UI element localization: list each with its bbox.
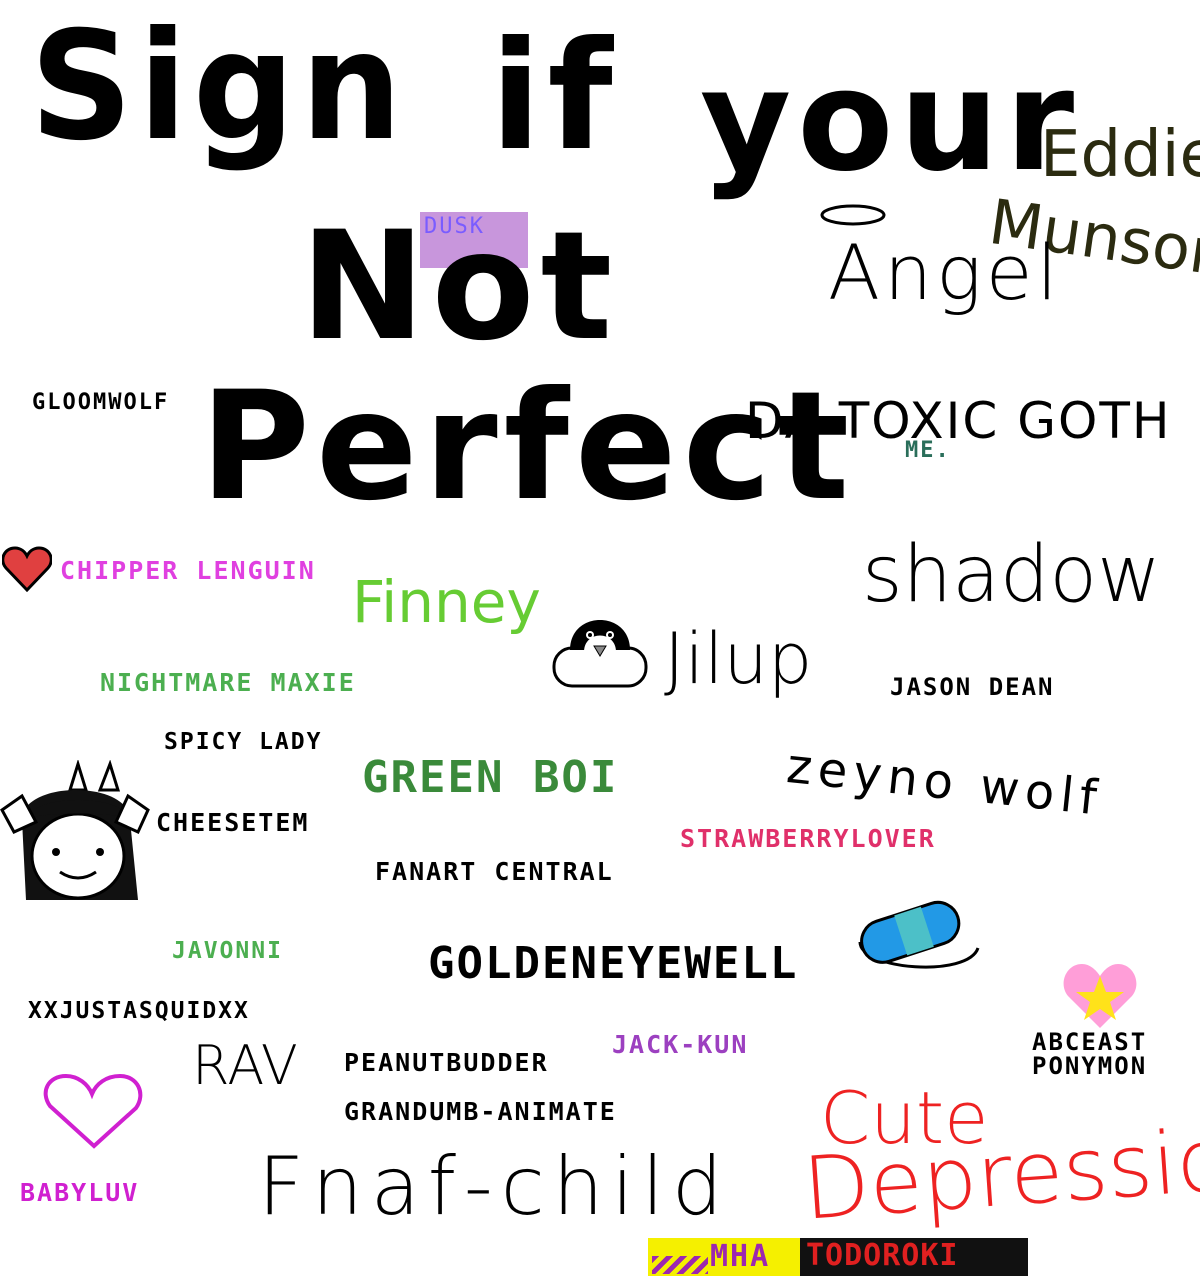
green-boi-signature: GREEN BOI xyxy=(362,752,619,803)
title-sign: Sign xyxy=(30,0,408,174)
finney-signature: Finney xyxy=(352,568,541,636)
pill-icon xyxy=(858,900,980,969)
abceast-signature: ABCEAST xyxy=(1032,1028,1148,1056)
dusk-signature: DUSK xyxy=(424,214,485,239)
da-toxic-goth-signature: DA TOXIC GOTH xyxy=(745,392,1172,450)
goldeneyewell-signature: GOLDENEYEWELL xyxy=(428,938,799,989)
grandumb-animate-signature: GRANDUMB-ANIMATE xyxy=(344,1097,617,1126)
javonni-signature: JAVONNI xyxy=(172,938,283,964)
penguin-icon xyxy=(552,620,648,688)
spicy-lady-signature: SPICY LADY xyxy=(164,729,323,755)
temmie-icon xyxy=(0,760,150,900)
jason-dean-signature: JASON DEAN xyxy=(890,673,1055,701)
shadow-signature: shadow xyxy=(862,530,1161,620)
strawberrylover-signature: STRAWBERRYLOVER xyxy=(680,824,936,853)
cheesetem-signature: CHEESETEM xyxy=(156,808,310,837)
cute-signature: Cute xyxy=(820,1076,989,1160)
babyluv-signature: BABYLUV xyxy=(20,1178,140,1207)
ponymon-signature: PONYMON xyxy=(1032,1052,1148,1080)
jack-kun-signature: JACK-KUN xyxy=(612,1030,749,1059)
dusk-label-bg xyxy=(420,212,528,268)
todoroki-signature: TODOROKI xyxy=(806,1238,959,1273)
mha-zigzag xyxy=(652,1256,708,1274)
title-not: Not xyxy=(300,200,619,374)
star-heart-icon xyxy=(1063,964,1137,1028)
angel-signature: Angel xyxy=(828,228,1062,317)
halo-icon xyxy=(820,204,886,226)
title-your: your xyxy=(700,40,1081,203)
jilup-signature: Jilup xyxy=(664,618,813,700)
heart-red-icon xyxy=(2,546,52,592)
rav-signature: RAV xyxy=(192,1034,298,1097)
outline-heart-icon xyxy=(43,1073,143,1149)
me-signature: ME. xyxy=(905,438,951,463)
chipper-lenguin-signature: CHIPPER LENGUIN xyxy=(60,556,316,585)
zeyno-wolf-signature: zeyno wolf xyxy=(784,738,1106,827)
xxjustasquidxx-signature: XXJUSTASQUIDXX xyxy=(28,998,250,1024)
title-perfect: Perfect xyxy=(200,360,856,534)
nightmare-maxie-signature: NIGHTMARE MAXIE xyxy=(100,668,356,697)
fanart-central-signature: FANART CENTRAL xyxy=(375,857,614,886)
gloomwolf-signature: GLOOMWOLF xyxy=(32,390,170,415)
peanutbudder-signature: PEANUTBUDDER xyxy=(344,1048,549,1077)
title-if: if xyxy=(490,10,619,184)
fnaf-child-signature: Fnaf-child xyxy=(258,1140,731,1233)
eddie-signature: Eddie xyxy=(1040,118,1200,192)
mha-signature: MHA xyxy=(710,1239,771,1274)
todoroki-banner xyxy=(800,1238,1028,1276)
